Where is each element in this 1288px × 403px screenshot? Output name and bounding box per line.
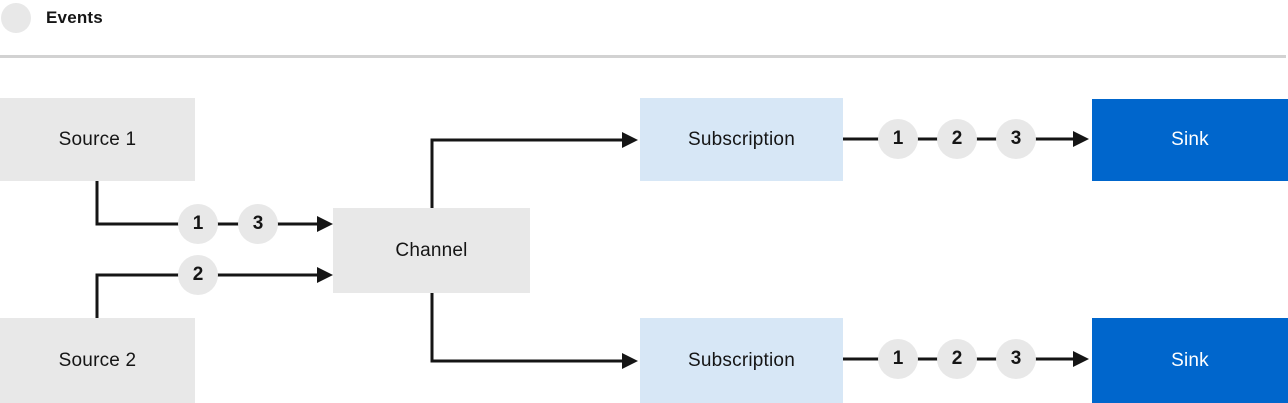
- event-badge: 3: [238, 204, 278, 244]
- event-badge: 2: [937, 339, 977, 379]
- sink-bottom-node: Sink: [1092, 318, 1288, 403]
- event-legend-circle-icon: [1, 3, 31, 33]
- source-2-label: Source 2: [58, 349, 137, 371]
- sink-bottom-label: Sink: [1171, 349, 1209, 371]
- event-badge: 3: [996, 119, 1036, 159]
- source-1-node: Source 1: [0, 98, 195, 181]
- channel-to-subscription-bottom-connector: [430, 293, 638, 369]
- events-legend: Events: [1, 2, 103, 34]
- event-badge: 3: [996, 339, 1036, 379]
- event-badge: 2: [937, 119, 977, 159]
- source-1-label: Source 1: [58, 128, 137, 150]
- event-badge: 1: [178, 204, 218, 244]
- sink-top-node: Sink: [1092, 99, 1288, 181]
- subscription-top-label: Subscription: [688, 128, 795, 150]
- event-badge: 1: [878, 119, 918, 159]
- source-2-node: Source 2: [0, 318, 195, 403]
- channel-node: Channel: [333, 208, 530, 293]
- channel-to-subscription-top-connector: [430, 132, 638, 208]
- subscription-bottom-node: Subscription: [640, 318, 843, 403]
- legend-divider: [0, 55, 1286, 58]
- sink-top-label: Sink: [1171, 129, 1209, 150]
- channel-label: Channel: [395, 239, 468, 261]
- subscription-bottom-label: Subscription: [688, 349, 795, 371]
- events-legend-label: Events: [46, 8, 103, 27]
- source2-to-channel-connector: [95, 267, 333, 318]
- event-badge: 1: [878, 339, 918, 379]
- subscription-top-node: Subscription: [640, 98, 843, 181]
- event-badge: 2: [178, 255, 218, 295]
